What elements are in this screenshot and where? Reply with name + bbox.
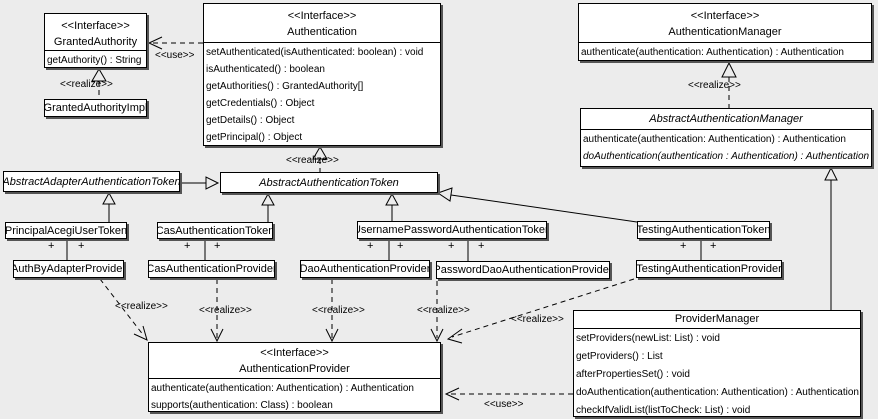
method-label: getAuthority() : String	[47, 55, 142, 66]
class-name: AuthByAdapterProvider	[13, 263, 124, 275]
class-abstract-authentication-manager: AbstractAuthenticationManager authentica…	[580, 108, 872, 167]
method-label: getCredentials() : Object	[206, 98, 315, 109]
realize-label: <<realize>>	[199, 305, 252, 316]
realize-edge-passworddaoprovider-authenticationprovider	[430, 281, 444, 343]
method-label: authenticate(authentication: Authenticat…	[151, 383, 414, 394]
class-name: TestingAuthenticationProvider	[636, 263, 782, 275]
realize-edge-testingprovider-authenticationprovider	[446, 278, 635, 344]
class-name: AuthenticationManager	[668, 26, 782, 38]
realize-edge-daoprovider-authenticationprovider	[325, 279, 339, 343]
association-end-plus: +	[184, 240, 191, 252]
class-provider-manager: ProviderManager setProviders(newList: Li…	[573, 310, 861, 417]
method-label: getAuthorities() : GrantedAuthority[]	[206, 81, 364, 92]
method-label: checkIfValidList(listToCheck: List) : vo…	[576, 405, 751, 416]
class-name: AbstractAdapterAuthenticationToken	[3, 175, 180, 188]
method-label: getPrincipal() : Object	[206, 132, 303, 143]
class-dao-authentication-provider: DaoAuthenticationProvider	[300, 260, 430, 278]
method-label: doAuthentication(authentication: Authent…	[576, 387, 859, 398]
generalization-edge-abstractadaptertoken-abstracttoken	[180, 176, 220, 190]
method-label: doAuthentication(authentication : Authen…	[583, 151, 870, 162]
realize-label: <<realize>>	[312, 305, 365, 316]
use-label: <<use>>	[484, 399, 524, 410]
class-name: GrantedAuthorityImpl	[44, 102, 147, 114]
realize-label: <<realize>>	[286, 155, 339, 166]
association-end-plus: +	[48, 240, 55, 252]
stereotype-label: <<Interface>>	[287, 10, 357, 22]
association-end-plus: +	[397, 240, 404, 252]
association-end-plus: +	[710, 240, 717, 252]
stereotype-label: <<Interface>>	[260, 347, 329, 359]
method-label: authenticate(authentication: Authenticat…	[583, 134, 846, 145]
association-end-plus: +	[478, 240, 485, 252]
generalization-edge-testingtoken-abstracttoken	[436, 187, 638, 223]
class-authentication-manager: <<Interface>> AuthenticationManager auth…	[578, 3, 872, 61]
realize-edge-abstractauthenticationmanager-authenticationmanager	[721, 61, 737, 108]
method-label: afterPropertiesSet() : void	[576, 369, 690, 380]
class-authentication-provider: <<Interface>> AuthenticationProvider aut…	[148, 342, 441, 412]
class-name: PasswordDaoAuthenticationProvider	[436, 264, 610, 276]
use-edge-providermanager-authenticationprovider	[444, 387, 573, 401]
class-granted-authority-impl: GrantedAuthorityImpl	[44, 99, 147, 117]
class-name: DaoAuthenticationProvider	[300, 263, 430, 275]
class-granted-authority: <<Interface>> GrantedAuthority getAuthor…	[44, 13, 147, 68]
class-abstract-authentication-token: AbstractAuthenticationToken	[220, 172, 438, 193]
class-testing-authentication-provider: TestingAuthenticationProvider	[636, 260, 782, 278]
class-principal-acegi-user-token: PrincipalAcegiUserToken	[5, 222, 127, 239]
realize-label: <<realize>>	[688, 80, 741, 91]
association-end-plus: +	[367, 240, 374, 252]
use-label: <<use>>	[155, 50, 195, 61]
class-name: TestingAuthenticationToken	[637, 224, 770, 236]
method-label: setAuthenticated(isAuthenticated: boolea…	[206, 47, 424, 58]
realize-label: <<realize>>	[60, 79, 113, 90]
method-label: getProviders() : List	[576, 351, 663, 362]
method-label: getDetails() : Object	[206, 115, 295, 126]
method-label: setProviders(newList: List) : void	[576, 333, 720, 344]
class-cas-authentication-provider: CasAuthenticationProvider	[148, 260, 275, 278]
class-username-password-authentication-token: UsernamePasswordAuthenticationToken	[357, 221, 547, 239]
realize-edge-casprovider-authenticationprovider	[210, 279, 224, 343]
stereotype-label: <<Interface>>	[690, 10, 760, 22]
class-authentication: <<Interface>> Authentication setAuthenti…	[203, 3, 441, 146]
stereotype-label: <<Interface>>	[61, 20, 130, 32]
class-name: ProviderManager	[674, 313, 760, 325]
class-name: CasAuthenticationToken	[157, 224, 273, 237]
class-auth-by-adapter-provider: AuthByAdapterProvider	[13, 260, 124, 278]
class-name: CasAuthenticationProvider	[148, 263, 275, 275]
realize-edge-authbyadapterprovider-authenticationprovider	[99, 278, 148, 341]
association-end-plus: +	[78, 240, 85, 252]
realize-edge-grantedauthorityimpl-grantedauthority	[91, 68, 107, 99]
realize-label: <<realize>>	[115, 301, 168, 312]
class-cas-authentication-token: CasAuthenticationToken	[157, 222, 273, 239]
association-end-plus: +	[214, 240, 221, 252]
method-label: supports(authentication: Class) : boolea…	[151, 400, 333, 411]
association-end-plus: +	[680, 240, 687, 252]
class-name: GrantedAuthority	[53, 36, 138, 48]
class-abstract-adapter-authentication-token: AbstractAdapterAuthenticationToken	[3, 171, 180, 192]
generalization-edge-providermanager-abstractauthenticationmanager	[824, 166, 838, 310]
class-password-dao-authentication-provider: PasswordDaoAuthenticationProvider	[436, 261, 610, 279]
class-name: UsernamePasswordAuthenticationToken	[357, 224, 547, 236]
generalization-edge-principaltoken-abstractadaptertoken	[102, 191, 116, 222]
class-name: PrincipalAcegiUserToken	[5, 224, 127, 237]
class-testing-authentication-token: TestingAuthenticationToken	[637, 221, 770, 239]
class-name: Authentication	[287, 26, 357, 38]
class-name: AuthenticationProvider	[239, 363, 350, 375]
generalization-edge-usernamepasswordtoken-abstracttoken	[385, 192, 399, 221]
realize-edge-abstractauthenticationtoken-authentication	[312, 146, 328, 172]
class-name: AbstractAuthenticationManager	[649, 113, 803, 125]
method-label: isAuthenticated() : boolean	[206, 64, 325, 75]
generalization-edge-castoken-abstracttoken	[261, 192, 275, 222]
use-edge-authentication-grantedauthority	[147, 36, 203, 50]
method-label: authenticate(authentication: Authenticat…	[581, 47, 844, 58]
class-name: AbstractAuthenticationToken	[259, 176, 399, 189]
association-end-plus: +	[448, 240, 455, 252]
realize-label: <<realize>>	[511, 314, 564, 325]
realize-label: <<realize>>	[417, 305, 470, 316]
